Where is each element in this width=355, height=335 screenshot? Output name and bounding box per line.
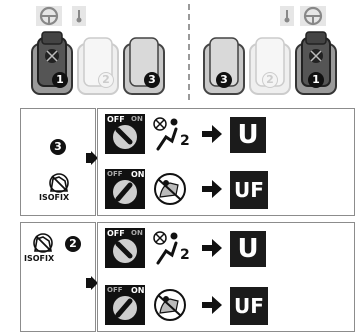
temperature-icon xyxy=(72,6,86,26)
divider-dashed-line xyxy=(188,4,190,100)
left-vehicle-diagram: 1 2 3 xyxy=(28,4,168,100)
seat-2-number: 2 xyxy=(262,72,278,88)
passenger-count-label: 2 xyxy=(180,247,190,263)
seat-number-badge: 2 xyxy=(65,236,81,252)
arrow-icon xyxy=(202,295,222,315)
row-1-left-panel: 3 ISOFIX xyxy=(20,108,96,216)
switch-off-label: OFF xyxy=(107,170,123,178)
row-2-right-panel: OFF ON 2 U OFF ON xyxy=(97,222,355,332)
switch-off-label: OFF xyxy=(107,229,125,238)
seat-number-badge: 3 xyxy=(50,139,66,155)
airbag-switch-off-icon: OFF ON xyxy=(105,114,145,154)
steering-wheel-icon xyxy=(36,6,62,26)
airbag-switch-on-icon: OFF ON xyxy=(105,169,145,209)
passenger-no-airbag-icon: 2 xyxy=(150,115,192,153)
isofix-label: ISOFIX xyxy=(39,193,70,202)
switch-on-label: ON xyxy=(131,286,145,295)
result-badge-uf: UF xyxy=(230,171,268,209)
seat-1-number: 1 xyxy=(308,72,324,88)
no-isofix-icon xyxy=(45,171,73,195)
switch-on-label: ON xyxy=(131,229,143,237)
passenger-no-airbag-icon: 2 xyxy=(150,229,192,267)
right-vehicle-diagram: 3 2 1 xyxy=(200,4,340,100)
arrow-icon xyxy=(202,179,222,199)
switch-off-label: OFF xyxy=(107,115,125,124)
result-badge-u: U xyxy=(230,117,266,153)
switch-on-label: ON xyxy=(131,115,143,123)
seat-3-number: 3 xyxy=(216,72,232,88)
seat-1-number: 1 xyxy=(52,72,68,88)
temperature-icon xyxy=(280,6,294,26)
passenger-count-label: 2 xyxy=(180,133,190,149)
row-2-left-panel: ISOFIX 2 xyxy=(20,222,96,332)
arrow-connector-icon xyxy=(86,275,98,290)
steering-wheel-icon xyxy=(300,6,326,26)
rear-facing-child-seat-icon xyxy=(152,171,188,207)
no-rear-facing-child-seat-icon xyxy=(152,287,188,323)
airbag-switch-off-icon: OFF ON xyxy=(105,228,145,268)
switch-on-label: ON xyxy=(131,170,145,179)
seat-3 xyxy=(123,37,165,95)
isofix-label: ISOFIX xyxy=(24,254,55,263)
no-isofix-icon xyxy=(29,231,57,255)
result-badge-uf: UF xyxy=(230,287,268,325)
arrow-icon xyxy=(202,238,222,258)
seat-2-faded xyxy=(77,37,119,95)
arrow-icon xyxy=(202,124,222,144)
switch-off-label: OFF xyxy=(107,286,123,294)
seat-2-number: 2 xyxy=(98,72,114,88)
seat-1-highlighted xyxy=(295,31,337,95)
result-badge-u: U xyxy=(230,231,266,267)
row-1-right-panel: OFF ON 2 U OFF ON xyxy=(97,108,355,216)
seat-2-faded xyxy=(249,37,291,95)
arrow-connector-icon xyxy=(86,150,98,165)
airbag-switch-on-icon: OFF ON xyxy=(105,285,145,325)
seat-3-number: 3 xyxy=(144,72,160,88)
